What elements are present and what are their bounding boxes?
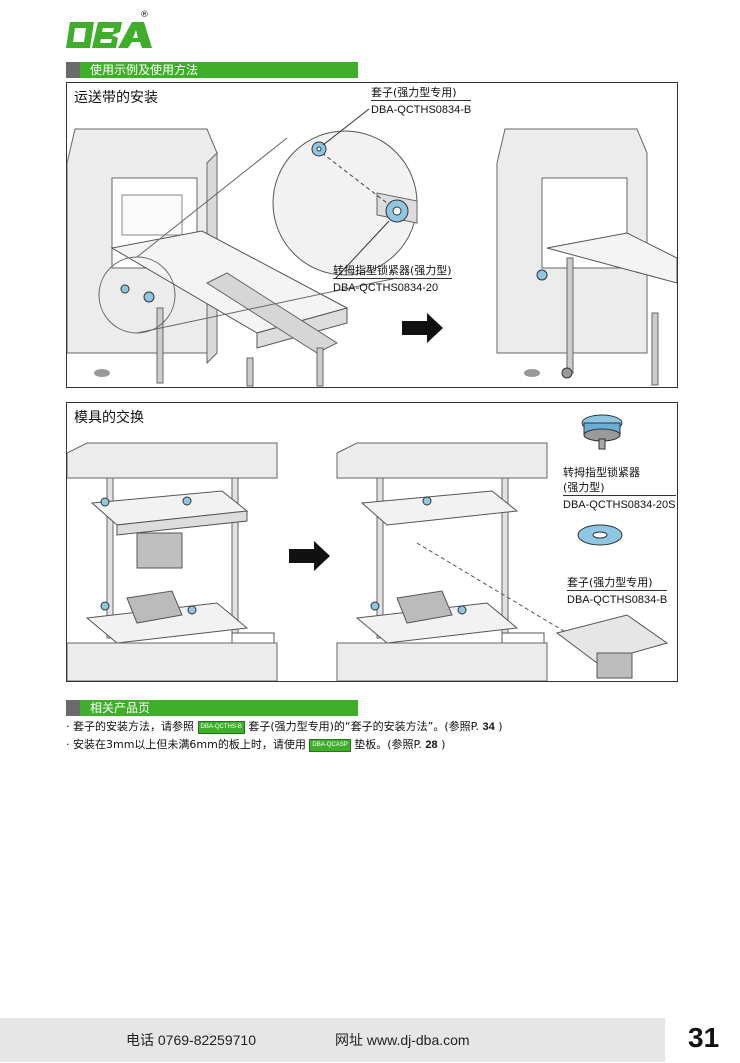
product-tag-link[interactable]: DBA-QCTHS-B [197,720,245,734]
callout-sleeve: 套子(强力型专用) DBA-QCTHS0834-B [371,85,472,118]
registered-mark: ® [140,10,149,20]
callout-thumb-lock-s: 转拇指型锁紧器 (强力型) DBA-QCTHS0834-20S [563,465,676,513]
panel-conveyor-install: 运送带的安装 [66,82,678,388]
panel-mold-exchange: 模具的交换 [66,402,678,682]
section-heading-usage: 使用示例及使用方法 [66,62,358,78]
footer-website[interactable]: 网址 www.dj-dba.com [335,1032,470,1048]
callout-thumb-lock-s-code: DBA-QCTHS0834-20S [563,495,676,513]
panel-title-conveyor: 运送带的安装 [74,90,158,106]
mold-illustration [67,414,669,681]
dba-logo [66,22,152,48]
callout-thumb-lock-s-name1: 转拇指型锁紧器 [563,466,640,479]
callout-sleeve-2-code: DBA-QCTHS0834-B [567,590,668,608]
callout-thumb-lock: 转拇指型锁紧器(强力型) DBA-QCTHS0834-20 [333,263,452,296]
related-notes: · 套子的安装方法，请参照 DBA-QCTHS-B 套子(强力型专用)的“套子的… [66,718,503,754]
footer-phone: 电话 0769-82259710 [126,1032,256,1048]
product-tag-link[interactable]: DBA-QCASP [309,738,351,752]
callout-thumb-lock-s-name2: (强力型) [563,481,605,494]
note-line-2: · 安装在3mm以上但未满6mm的板上时，请使用 DBA-QCASP 垫板。(参… [66,738,446,752]
callout-sleeve-2: 套子(强力型专用) DBA-QCTHS0834-B [567,575,668,608]
panel-title-mold: 模具的交换 [74,410,144,426]
callout-thumb-lock-name: 转拇指型锁紧器(强力型) [333,264,452,277]
page-ref: 28 [425,739,438,751]
callout-thumb-lock-code: DBA-QCTHS0834-20 [333,278,452,296]
footer-bar: 电话 0769-82259710 网址 www.dj-dba.com [0,1018,665,1062]
callout-sleeve-name: 套子(强力型专用) [371,86,457,99]
callout-sleeve-code: DBA-QCTHS0834-B [371,100,472,118]
callout-sleeve-2-name: 套子(强力型专用) [567,576,653,589]
page-ref: 34 [482,721,495,733]
page-number: 31 [688,1022,720,1053]
conveyor-illustration [67,108,677,387]
note-line-1: · 套子的安装方法，请参照 DBA-QCTHS-B 套子(强力型专用)的“套子的… [66,720,503,734]
section-heading-related: 相关产品页 [66,700,358,716]
